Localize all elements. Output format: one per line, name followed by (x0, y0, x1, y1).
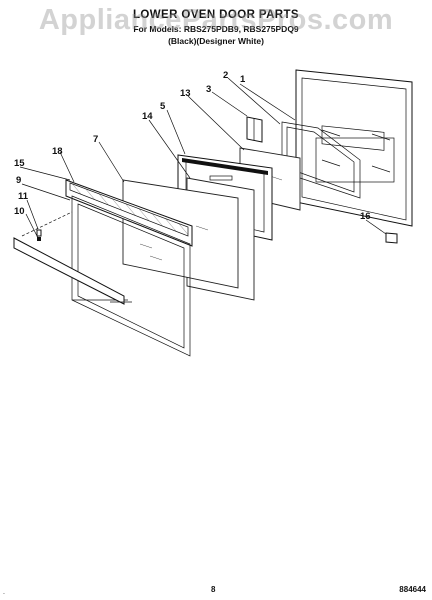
part-18-top-trim (65, 179, 193, 247)
callout-13: 13 (180, 88, 191, 99)
callout-7: 7 (93, 134, 99, 145)
callout-16: 16 (360, 211, 371, 222)
callout-11: 11 (18, 191, 29, 202)
callout-3: 3 (206, 84, 212, 95)
part-11-screw (36, 229, 42, 237)
callout-10: 10 (14, 206, 25, 217)
corner-mark: . (3, 589, 5, 596)
callout-1: 1 (240, 74, 246, 85)
callout-14: 14 (142, 111, 153, 122)
callout-18: 18 (52, 146, 63, 157)
page-number: 8 (211, 585, 216, 594)
callout-5: 5 (160, 101, 166, 112)
part-10-screw (37, 237, 41, 241)
part-3-bracket (246, 116, 263, 143)
part-9-door-handle (13, 211, 132, 305)
model-numbers: For Models: RBS275PDB9, RBS275PDQ9 (133, 24, 299, 34)
diagram-title: LOWER OVEN DOOR PARTS (133, 9, 299, 21)
callout-9: 9 (16, 175, 22, 186)
color-variants: (Black)(Designer White) (168, 36, 264, 46)
leader-lines (19, 77, 387, 239)
callout-15: 15 (14, 158, 25, 169)
callout-2: 2 (223, 70, 229, 81)
part-1-inner-door-panel (295, 69, 413, 227)
part-16-clip (385, 232, 398, 244)
figure-id: 884644 (399, 585, 426, 594)
